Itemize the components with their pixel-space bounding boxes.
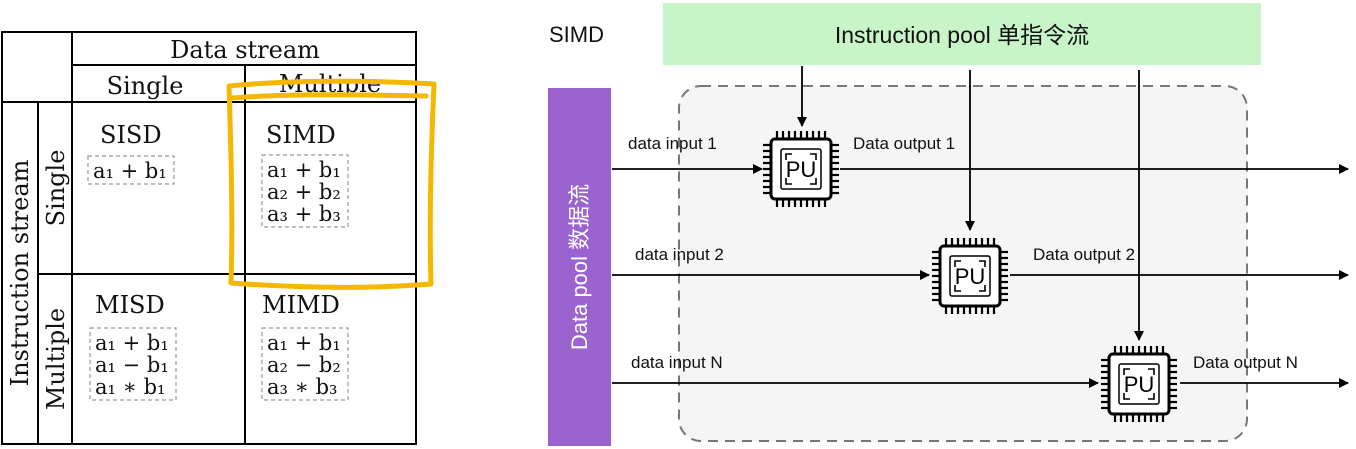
diagram-title: SIMD	[549, 22, 604, 47]
chip-corner	[979, 260, 986, 267]
pu-chip-icon: PU	[1101, 346, 1177, 422]
expression-line: a₂ − b₂	[267, 353, 341, 377]
data-row-2: data input 2 Data output 2	[612, 245, 1349, 280]
instruction-pool-box	[663, 3, 1261, 65]
col-header-single: Single	[107, 72, 184, 100]
pu-chip-icon: PU	[763, 131, 839, 207]
cell-misd: MISD a₁ + b₁ a₁ − b₁ a₁ ∗ b₁	[89, 291, 177, 401]
expression-box	[87, 155, 175, 185]
chip-corner	[954, 285, 961, 292]
simd-highlight-outline	[226, 78, 437, 290]
row-header-multiple: Multiple	[42, 308, 70, 410]
expression-line: a₁ + b₁	[267, 158, 341, 182]
cell-title: MISD	[95, 291, 165, 319]
pu-label: PU	[786, 157, 817, 182]
expression-line: a₃ + b₃	[267, 202, 341, 226]
expression-line: a₁ + b₁	[95, 331, 169, 355]
data-output-label: Data output 2	[1033, 245, 1135, 264]
data-input-label: data input 2	[635, 245, 724, 264]
flynn-table: Data stream Single Multiple Instruction …	[1, 31, 437, 445]
expression-line: a₁ + b₁	[93, 159, 167, 183]
pu-label: PU	[1124, 372, 1155, 397]
data-pool-label: Data pool 数据流	[567, 184, 592, 350]
data-row-3: data input N Data output N	[612, 353, 1349, 388]
cell-simd: SIMD a₁ + b₁ a₂ + b₂ a₃ + b₃	[261, 121, 349, 228]
data-input-label: data input 1	[628, 134, 717, 153]
chip-corner	[954, 260, 961, 267]
col-group-header: Data stream	[170, 36, 320, 64]
chip-corner	[810, 178, 817, 185]
simd-diagram: SIMD Instruction pool 单指令流 Data pool 数据流…	[548, 3, 1349, 446]
chip-corner	[1123, 393, 1130, 400]
chip-corner	[1123, 368, 1130, 375]
expression-box	[261, 154, 349, 228]
cell-title: SIMD	[266, 121, 336, 149]
chip-corner	[785, 178, 792, 185]
chip-die	[1118, 363, 1160, 405]
row-header-single: Single	[42, 150, 70, 227]
expression-line: a₃ ∗ b₃	[267, 375, 337, 399]
chip-corner	[1148, 368, 1155, 375]
chip-corner	[785, 153, 792, 160]
cell-title: MIMD	[262, 291, 340, 319]
expression-box	[261, 327, 349, 401]
expression-line: a₁ ∗ b₁	[95, 375, 165, 399]
expression-line: a₂ + b₂	[267, 180, 341, 204]
data-output-label: Data output N	[1193, 353, 1298, 372]
cell-sisd: SISD a₁ + b₁	[87, 121, 175, 185]
chip-die	[780, 148, 822, 190]
expression-line: a₁ + b₁	[267, 331, 341, 355]
instruction-arrows	[797, 66, 1144, 341]
cell-mimd: MIMD a₁ + b₁ a₂ − b₂ a₃ ∗ b₃	[261, 291, 349, 401]
data-output-label: Data output 1	[853, 134, 955, 153]
expression-box	[89, 327, 177, 401]
table-grid	[1, 31, 417, 445]
cell-title: SISD	[100, 121, 162, 149]
expression-line: a₁ − b₁	[95, 353, 169, 377]
data-pool-box	[548, 88, 611, 446]
chip-corner	[1148, 393, 1155, 400]
pu-label: PU	[955, 264, 986, 289]
chip-corner	[979, 285, 986, 292]
data-input-label: data input N	[631, 353, 723, 372]
chip-die	[949, 255, 991, 297]
instruction-pool-label: Instruction pool 单指令流	[835, 22, 1089, 48]
pu-chip-icon: PU	[932, 238, 1008, 314]
data-row-1: data input 1 Data output 1	[612, 134, 1349, 174]
chip-corner	[810, 153, 817, 160]
row-group-header: Instruction stream	[6, 159, 34, 386]
